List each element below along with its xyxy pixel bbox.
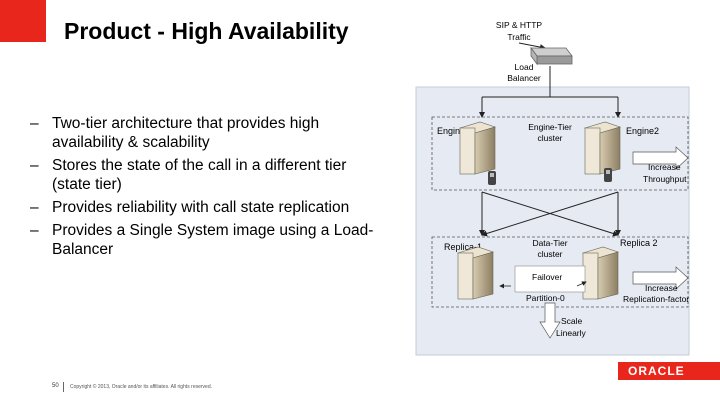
bullet-list: – Two-tier architecture that provides hi… bbox=[30, 114, 380, 263]
bullet-marker: – bbox=[30, 115, 39, 132]
footer-divider bbox=[63, 382, 64, 392]
failover-label: Failover bbox=[532, 272, 562, 282]
bullet-text: Two-tier architecture that provides high… bbox=[52, 115, 320, 151]
server-icon bbox=[459, 121, 496, 175]
tier-connector bbox=[481, 191, 619, 237]
scale-linearly-label: Scale bbox=[561, 316, 583, 326]
bullet-text: Provides reliability with call state rep… bbox=[52, 199, 350, 216]
engine-tier-label: Engine-Tier bbox=[528, 122, 572, 132]
bullet-text: Stores the state of the call in a differ… bbox=[52, 157, 347, 193]
failover-arrow bbox=[576, 281, 587, 287]
engine2-label: Engine2 bbox=[626, 126, 659, 136]
brand-block bbox=[0, 0, 46, 42]
traffic-label: SIP & HTTP bbox=[496, 20, 542, 30]
traffic-label: Traffic bbox=[507, 32, 531, 42]
oracle-logo: ORACLE bbox=[628, 364, 685, 378]
bullet-text: Provides a Single System image using a L… bbox=[52, 222, 374, 258]
slide-title: Product - High Availability bbox=[64, 18, 349, 44]
increase-throughput-label: Throughput bbox=[643, 174, 687, 184]
data-tier-label: Data-Tier bbox=[532, 238, 567, 248]
load-balancer-label: Load bbox=[515, 62, 534, 72]
bullet-marker: – bbox=[30, 199, 39, 216]
load-balancer-icon bbox=[530, 46, 573, 66]
load-balancer-label: Balancer bbox=[507, 73, 541, 83]
replica2-label: Replica 2 bbox=[620, 238, 658, 248]
phone-icon bbox=[604, 168, 612, 182]
increase-throughput-label: Increase bbox=[648, 162, 681, 172]
bullet-item: – Provides reliability with call state r… bbox=[30, 198, 380, 217]
page-number: 50 bbox=[52, 383, 59, 389]
failover-box bbox=[514, 265, 586, 293]
data-tier-box bbox=[431, 236, 689, 308]
increase-replication-label: Increase bbox=[645, 283, 678, 293]
server-icon bbox=[582, 246, 619, 300]
engine-tier-label: cluster bbox=[537, 133, 562, 143]
scale-linearly-arrow bbox=[539, 302, 561, 339]
increase-throughput-arrow bbox=[632, 146, 689, 170]
engine-tier-box bbox=[431, 116, 689, 191]
engine1-label: Engine1 bbox=[437, 126, 470, 136]
brand-bar bbox=[618, 362, 720, 380]
phone-icon bbox=[488, 171, 496, 185]
bullet-item: – Provides a Single System image using a… bbox=[30, 221, 380, 259]
data-tier-label: cluster bbox=[537, 249, 562, 259]
bullet-item: – Two-tier architecture that provides hi… bbox=[30, 114, 380, 152]
server-icon bbox=[457, 246, 494, 300]
bullet-item: – Stores the state of the call in a diff… bbox=[30, 156, 380, 194]
traffic-arrow bbox=[518, 42, 546, 51]
copyright-text: Copyright © 2013, Oracle and/or its affi… bbox=[70, 384, 212, 390]
server-icon bbox=[584, 121, 621, 175]
bullet-marker: – bbox=[30, 157, 39, 174]
bullet-marker: – bbox=[30, 222, 39, 239]
partition-label: Partition-0 bbox=[526, 293, 565, 303]
replica1-label: Replica-1 bbox=[444, 242, 482, 252]
increase-replication-label: Replication-factor bbox=[623, 294, 689, 304]
increase-replication-arrow bbox=[632, 266, 689, 290]
scale-linearly-label: Linearly bbox=[556, 328, 587, 338]
